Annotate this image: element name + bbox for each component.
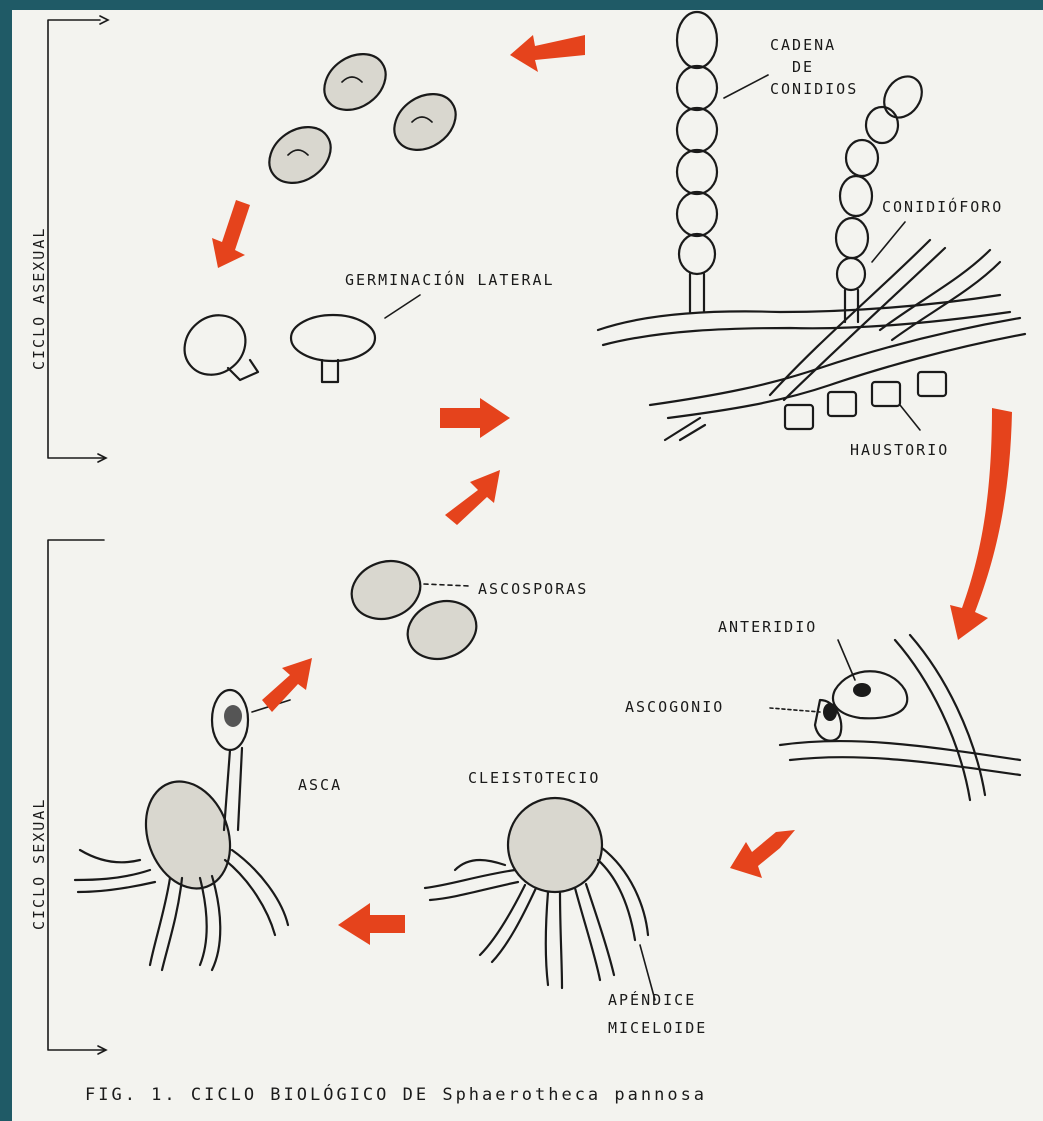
arrow-8 [445,470,500,525]
life-cycle-diagram: CICLO ASEXUAL CICLO SEXUAL [12,10,1043,1121]
arrow-3 [440,398,510,438]
arrow-2 [212,200,250,268]
label-asca: ASCA [298,776,342,794]
label-anteridio: ANTERIDIO [718,618,817,636]
label-ascogonio: ASCOGONIO [625,698,724,716]
label-germinacion-lateral: GERMINACIÓN LATERAL [345,270,555,289]
ascospores [344,552,485,669]
conidia-spores [259,43,467,195]
antheridium-ascogonium [770,635,1020,800]
label-cleistotecio: CLEISTOTECIO [468,769,600,787]
arrow-5 [730,830,795,878]
label-conidios: CONIDIOS [770,80,858,98]
arrow-7 [262,658,312,712]
sexual-cycle-label: CICLO SEXUAL [30,798,48,930]
cycle-arrows [212,35,1012,945]
cleistothecium [425,798,655,1000]
asexual-cycle-bracket [48,16,108,462]
cleistothecium-with-asci [75,690,290,970]
mycelium [598,240,1025,440]
figure-frame: CICLO ASEXUAL CICLO SEXUAL [12,10,1043,1121]
germinating-spores [172,295,420,387]
label-micelioide: MICELOIDE [608,1019,707,1037]
label-apendice: APÉNDICE [608,990,696,1009]
label-de: DE [792,58,814,76]
figure-caption: FIG. 1. CICLO BIOLÓGICO DE Sphaerotheca … [85,1083,707,1105]
arrow-6 [338,903,405,945]
asexual-cycle-label: CICLO ASEXUAL [30,227,48,370]
arrow-1 [510,35,585,72]
label-ascosporas: ASCOSPORAS [478,580,588,598]
label-cadena: CADENA [770,36,836,54]
sexual-cycle-bracket [48,540,106,1054]
arrow-4 [950,408,1012,640]
label-conidioforo: CONIDIÓFORO [882,197,1003,216]
label-haustorio: HAUSTORIO [850,441,949,459]
